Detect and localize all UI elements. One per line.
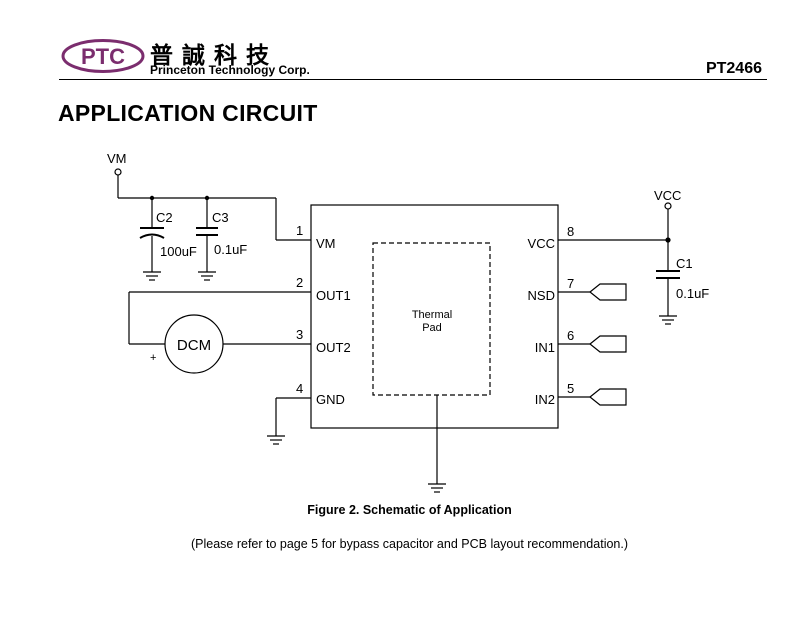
thermal-pad [372,242,491,396]
part-number: PT2466 [705,60,762,77]
pin-3-number: 3 [296,327,303,342]
logo-text: PTC [81,44,125,69]
thermal-pad-label-line1: Thermal [412,309,452,321]
figure-caption-text: Figure 2. Schematic of Application [307,503,512,517]
motor-label: DCM [177,337,211,354]
section-title: APPLICATION CIRCUIT [58,100,318,126]
pin-2-name: OUT1 [316,288,351,303]
vm-supply-label: VM [107,151,127,166]
c3-ref: C3 [212,210,229,225]
thermal-pad-label-line2: Pad [422,322,442,334]
c2-ref: C2 [156,210,173,225]
pin-5-number: 5 [567,381,574,396]
c1-ref: C1 [676,256,693,271]
vcc-terminal [664,202,672,210]
pin-8-number: 8 [567,224,574,239]
motor-polarity: + [150,352,156,364]
company-name-chinese: 普誠科技 [150,42,278,69]
nsd-input-connector [589,283,627,301]
figure-note: (Please refer to page 5 for bypass capac… [0,537,811,551]
pin-1-number: 1 [296,223,303,238]
ic-body [310,204,559,429]
header-divider [59,79,767,80]
pin-1-name: VM [316,236,336,251]
pin-2-number: 2 [296,275,303,290]
pin-7-name: NSD [528,288,555,303]
c3-value: 0.1uF [214,242,247,257]
pin-8-name: VCC [528,236,555,251]
in1-input-connector [589,335,627,353]
c1-value: 0.1uF [676,286,709,301]
pin-6-number: 6 [567,328,574,343]
pin-4-number: 4 [296,381,303,396]
company-name-english: Princeton Technology Corp. [150,63,310,77]
pin-3-name: OUT2 [316,340,351,355]
figure-caption: Figure 2. Schematic of Application [0,503,811,517]
pin-6-name: IN1 [535,340,555,355]
pin-4-name: GND [316,392,345,407]
vm-terminal [114,168,122,176]
pin-7-number: 7 [567,276,574,291]
pin-5-name: IN2 [535,392,555,407]
vcc-supply-label: VCC [654,188,681,203]
company-logo: PTC [61,39,145,73]
in2-input-connector [589,388,627,406]
figure-note-text: (Please refer to page 5 for bypass capac… [190,537,629,551]
c2-value: 100uF [160,244,197,259]
